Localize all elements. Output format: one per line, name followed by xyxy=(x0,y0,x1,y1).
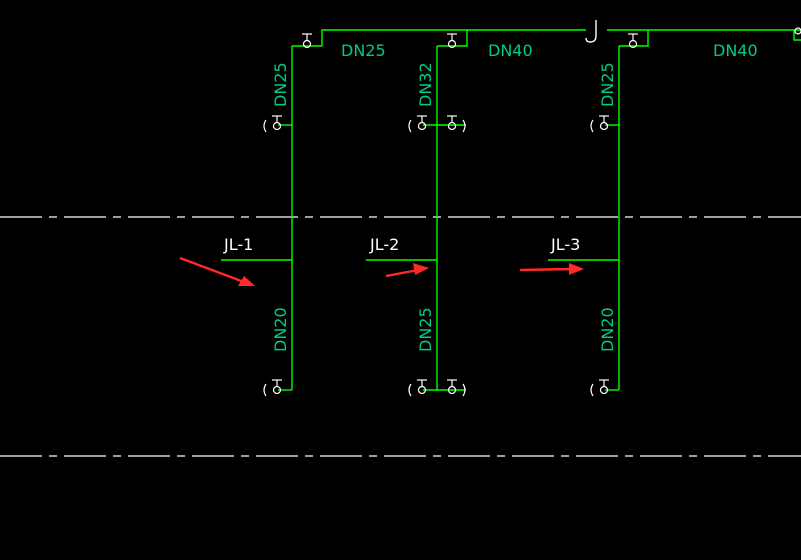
tap-icon xyxy=(590,115,609,133)
valve-icon xyxy=(302,33,312,49)
top-main-label-2: DN40 xyxy=(488,41,533,60)
riser-jl-2-lower-size: DN25 xyxy=(416,307,435,352)
tap-icon xyxy=(408,379,427,397)
tap-icon xyxy=(263,379,282,397)
top-main-label-3: DN40 xyxy=(713,41,758,60)
riser-jl-3-lower-size: DN20 xyxy=(598,307,617,352)
tap-icon xyxy=(447,379,466,397)
pipe-joint-icon xyxy=(585,20,597,43)
top-main-label-1: DN25 xyxy=(341,41,386,60)
tap-icon xyxy=(263,115,282,133)
tap-icon xyxy=(447,115,466,133)
top-branch-2 xyxy=(437,30,468,47)
top-branch-3 xyxy=(619,30,649,47)
riser-jl-2-id: JL-2 xyxy=(369,235,399,254)
tap-icon xyxy=(590,379,609,397)
riser-jl-3-upper-size: DN25 xyxy=(598,62,617,107)
riser-jl-1-id: JL-1 xyxy=(223,235,253,254)
riser-jl-1-upper-size: DN25 xyxy=(271,62,290,107)
red-arrow-icon xyxy=(385,263,429,278)
valve-icon xyxy=(628,33,638,49)
tap-icon xyxy=(408,115,427,133)
red-arrow-icon xyxy=(519,263,584,275)
valve-icon xyxy=(447,33,457,49)
red-arrow-icon xyxy=(179,256,255,286)
top-branch-right xyxy=(793,30,801,41)
riser-jl-1-lower-size: DN20 xyxy=(271,307,290,352)
riser-jl-3-id: JL-3 xyxy=(550,235,580,254)
top-main-pipe xyxy=(321,29,586,46)
valve-icon xyxy=(794,27,801,35)
riser-jl-2-upper-size: DN32 xyxy=(416,62,435,107)
